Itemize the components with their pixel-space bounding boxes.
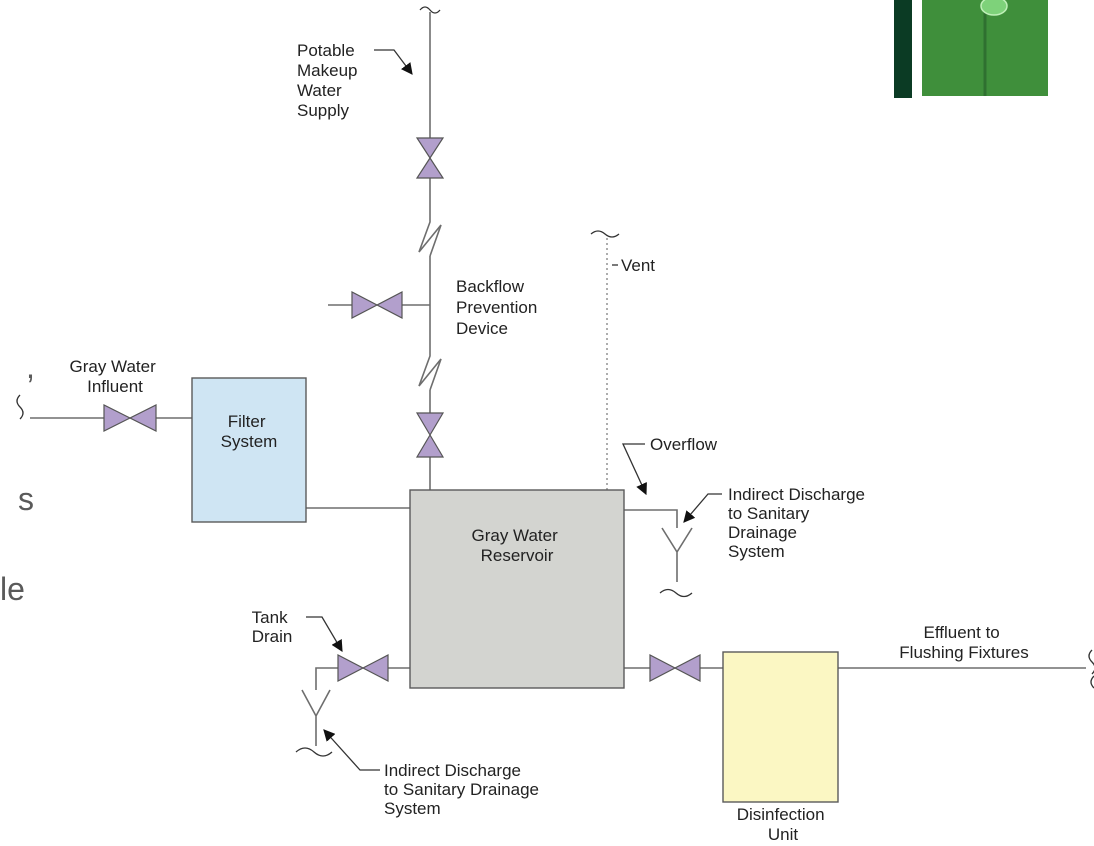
check-valve-icon xyxy=(419,218,441,256)
drain-funnel-icon xyxy=(302,690,330,746)
reservoir-inlet-valve xyxy=(417,413,443,457)
slide-text-comma: , xyxy=(26,349,35,385)
indirect-discharge-bottom-callout: Indirect Discharge to Sanitary Drainage … xyxy=(324,730,544,818)
gate-valve-icon xyxy=(338,655,363,681)
backflow-device-label: Backflow Prevention Device xyxy=(456,277,542,338)
influent-label: Gray Water Influent xyxy=(69,357,160,396)
gate-valve-icon xyxy=(417,413,443,435)
indirect-discharge-bottom-label: Indirect Discharge to Sanitary Drainage … xyxy=(384,761,544,818)
backflow-test-valve xyxy=(352,292,402,318)
slide-text-s: s xyxy=(18,481,34,517)
gray-water-reservoir-box: Gray Water Reservoir xyxy=(410,490,624,688)
gate-valve-icon xyxy=(417,138,443,158)
pipe-break-icon xyxy=(660,590,692,597)
gate-valve-icon xyxy=(104,405,130,431)
leader-arrow-icon xyxy=(623,444,646,494)
leader-arrow-icon xyxy=(306,617,342,651)
gate-valve-icon xyxy=(352,292,377,318)
potable-shutoff-valve xyxy=(417,138,443,178)
pipe-break-icon xyxy=(591,231,619,237)
reservoir-label: Gray Water Reservoir xyxy=(471,526,562,565)
pipe-break-icon xyxy=(296,748,332,756)
potable-supply-label: Potable Makeup Water Supply xyxy=(297,41,362,120)
overflow-label: Overflow xyxy=(650,435,718,454)
tank-drain-label: Tank Drain xyxy=(252,608,293,646)
potable-supply-callout: Potable Makeup Water Supply xyxy=(297,41,412,120)
influent-valve xyxy=(104,405,156,431)
disinfection-unit-label: Disinfection Unit xyxy=(737,805,830,844)
tank-drain-pipe xyxy=(296,668,410,756)
effluent-label: Effluent to Flushing Fixtures xyxy=(899,623,1028,662)
overflow-callout: Overflow xyxy=(623,435,718,494)
filter-system-label: Filter System xyxy=(221,412,278,451)
indirect-discharge-right-callout: Indirect Discharge to Sanitary Drainage … xyxy=(684,485,870,561)
leader-arrow-icon xyxy=(684,494,722,522)
photo-side-bar xyxy=(894,0,912,98)
indirect-discharge-right-label: Indirect Discharge to Sanitary Drainage … xyxy=(728,485,870,561)
effluent-callout: Effluent to Flushing Fixtures xyxy=(899,623,1028,662)
backflow-device-callout: Backflow Prevention Device xyxy=(456,277,542,338)
effluent-valve xyxy=(650,655,700,681)
tank-drain-valve xyxy=(338,655,388,681)
pipe-break-icon xyxy=(17,395,23,419)
disinfection-unit-box: Disinfection Unit xyxy=(723,652,838,844)
filter-system-box: Filter System xyxy=(192,378,306,522)
leader-arrow-icon xyxy=(374,50,412,74)
slide-text-le: le xyxy=(0,571,25,607)
vent-callout: Vent xyxy=(612,256,655,275)
tank-drain-callout: Tank Drain xyxy=(252,608,342,651)
vent-label: Vent xyxy=(621,256,655,275)
influent-callout: Gray Water Influent xyxy=(69,357,160,396)
drain-funnel-icon xyxy=(662,528,692,582)
water-droplet-icon xyxy=(981,0,1007,15)
leader-arrow-icon xyxy=(324,730,380,770)
gate-valve-icon xyxy=(650,655,675,681)
leaf-photo-thumbnail xyxy=(894,0,1048,98)
check-valve-icon xyxy=(419,352,441,390)
pipe-break-icon xyxy=(1089,650,1094,674)
